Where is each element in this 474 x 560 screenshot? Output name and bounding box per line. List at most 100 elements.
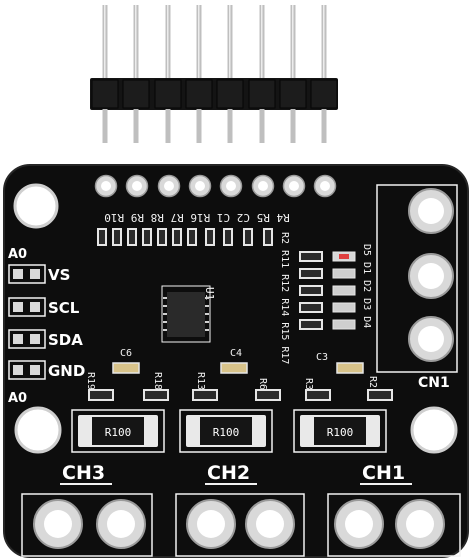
cn1-outline [376,184,458,373]
left-pad-b-1 [30,269,40,279]
cap-label-2: C4 [230,348,242,359]
smd-part-6 [172,228,182,246]
ic-lead-left-3 [163,321,167,323]
left-pad-b-3 [30,334,40,344]
left-pad-a-2 [13,302,23,312]
cn1-pads [408,188,454,362]
capacitor-2 [220,362,248,374]
smd-part-2 [112,228,122,246]
header-pin-tail-2 [133,109,139,143]
left-pad-a-4 [13,365,23,375]
left-label-vs: VS [48,266,70,284]
header-segment-7 [279,79,307,109]
header-pad-hole-3 [164,181,174,191]
shunt-marking-1: R100 [105,426,132,439]
header-pin-tail-4 [196,109,202,143]
left-label-gnd: GND [48,362,85,380]
header-pad-hole-1 [101,181,111,191]
left-pad-b-2 [30,302,40,312]
shunt-outline-1 [71,409,165,453]
channel-label-ch1: CH1 [362,462,405,484]
ic-lead-left-2 [163,313,167,315]
left-pad-outline-4 [8,360,46,380]
cn1-pad-hole-1 [418,198,444,224]
header-segment-2 [122,79,150,109]
header-pad-hole-4 [195,181,205,191]
capacitor-1 [112,362,140,374]
smd-part-3 [127,228,137,246]
smd-part-9 [223,228,233,246]
mounting-hole-bottom-left [14,406,62,454]
header-pin-shine-7 [292,5,294,79]
led-red-dot [339,254,349,259]
small-resistor-1 [143,389,169,401]
header-pin-tail-8 [321,109,327,143]
header-pin-shine-8 [323,5,325,79]
smd-part-8 [205,228,215,246]
ic-lead-left-4 [163,329,167,331]
led-labels: D5 D1 D2 D3 D4 [361,244,372,328]
channel-pad-hole-2 [107,510,135,538]
smd-part-1 [97,228,107,246]
ic-lead-right-0 [205,297,209,299]
smd-part-7 [187,228,197,246]
small-resistor-3 [255,389,281,401]
header-pin-shine-5 [229,5,231,79]
left-label-sda: SDA [48,331,83,349]
ic-lead-left-1 [163,305,167,307]
cluster-led-5 [332,319,356,330]
smd-part-10 [243,228,253,246]
cluster-resistor-5 [299,319,323,330]
top-passive-components [97,228,273,246]
small-resistor-5 [367,389,393,401]
resistor-led-cluster [299,251,356,330]
header-pin-tail-1 [102,109,108,143]
cn1-pad-hole-2 [418,263,444,289]
cluster-resistor-1 [299,251,323,262]
left-label-scl: SCL [48,299,80,317]
header-pin-tail-5 [227,109,233,143]
cluster-led-2 [332,268,356,279]
channel-pad-hole-5 [345,510,373,538]
cluster-resistor-3 [299,285,323,296]
mounting-hole-top-left [13,183,59,229]
cn1-pad-hole-3 [418,326,444,352]
shunt-core-2 [200,417,252,445]
shunt-marking-3: R100 [327,426,354,439]
left-pad-outline-3 [8,329,46,349]
channel-label-ch2: CH2 [207,462,250,484]
connector-label: CN1 [418,375,450,391]
header-pads-row [94,174,337,198]
ic-leads [163,297,209,331]
resistor-label-5: R3 [303,378,314,390]
channel-connector-outline-3 [327,493,461,557]
header-pad-hole-8 [320,181,330,191]
smd-part-4 [142,228,152,246]
left-pad-a-3 [13,334,23,344]
header-pin-shine-2 [135,5,137,79]
ic-lead-left-0 [163,297,167,299]
resistor-label-2: R18 [152,372,163,390]
ic-chip [167,292,205,337]
cluster-led-3 [332,285,356,296]
shunt-resistors: R100 R100 R100 [71,409,387,453]
resistor-label-1: R19 [85,372,96,390]
cluster-resistor-4 [299,302,323,313]
header-segment-5 [216,79,244,109]
mounting-hole-bottom-right [410,406,458,454]
left-pad-a-1 [13,269,23,279]
header-segment-3 [154,79,182,109]
cap-label-3: C3 [316,352,328,363]
header-pin-shine-6 [261,5,263,79]
cap-label-1: C6 [120,348,132,359]
header-pin-shine-1 [104,5,106,79]
left-pad-outline-1 [8,264,46,284]
address-label-bottom: A0 [8,391,27,406]
resistor-label-3: R13 [195,372,206,390]
header-pin-tail-7 [290,109,296,143]
shunt-marking-2: R100 [213,426,240,439]
channel-connector-outline-1 [21,493,153,557]
header-pins-top [102,5,327,79]
cluster-led-4 [332,302,356,313]
